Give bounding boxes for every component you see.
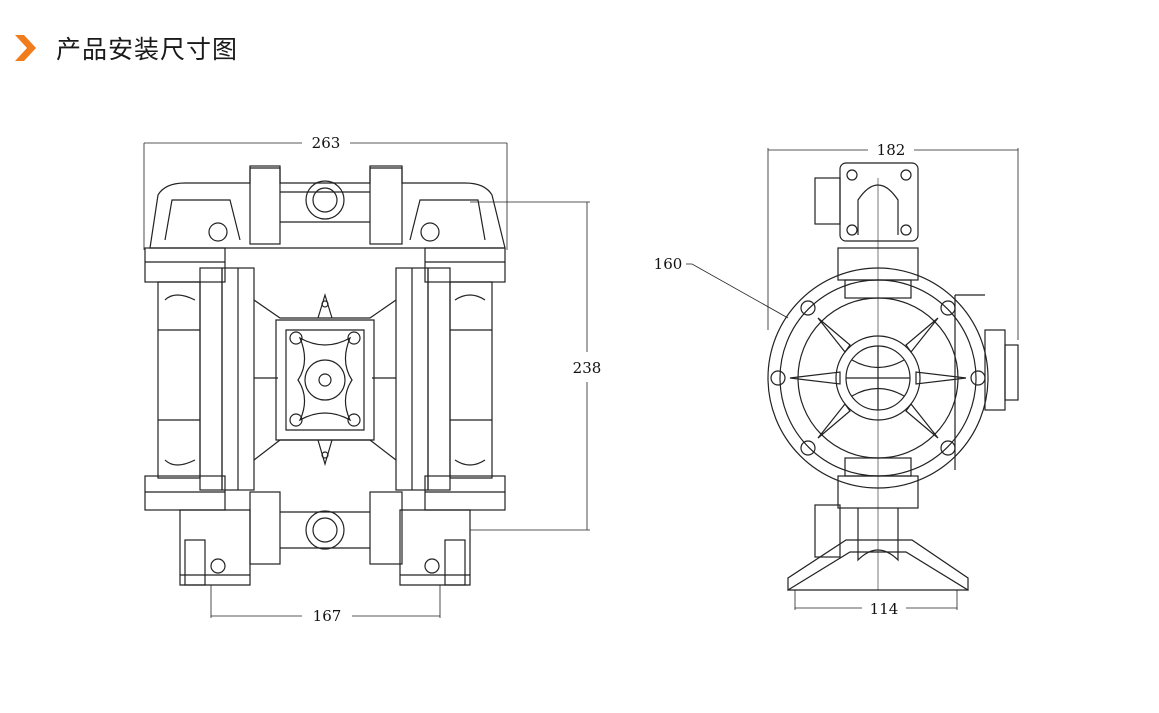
page-header: 产品安装尺寸图	[12, 30, 238, 66]
side-view: 182 160 114	[654, 141, 1019, 618]
dimension-height-front: 238	[573, 359, 602, 377]
dimension-width-front: 263	[312, 134, 341, 152]
dimension-width-side: 182	[877, 141, 906, 159]
dimension-diameter-side: 160	[654, 255, 683, 273]
page-title: 产品安装尺寸图	[56, 35, 239, 64]
dimension-base-side: 114	[870, 600, 899, 618]
front-view: 263 238 167	[143, 134, 602, 625]
chevron-right-icon	[15, 35, 36, 61]
dimension-base-front: 167	[313, 607, 342, 625]
